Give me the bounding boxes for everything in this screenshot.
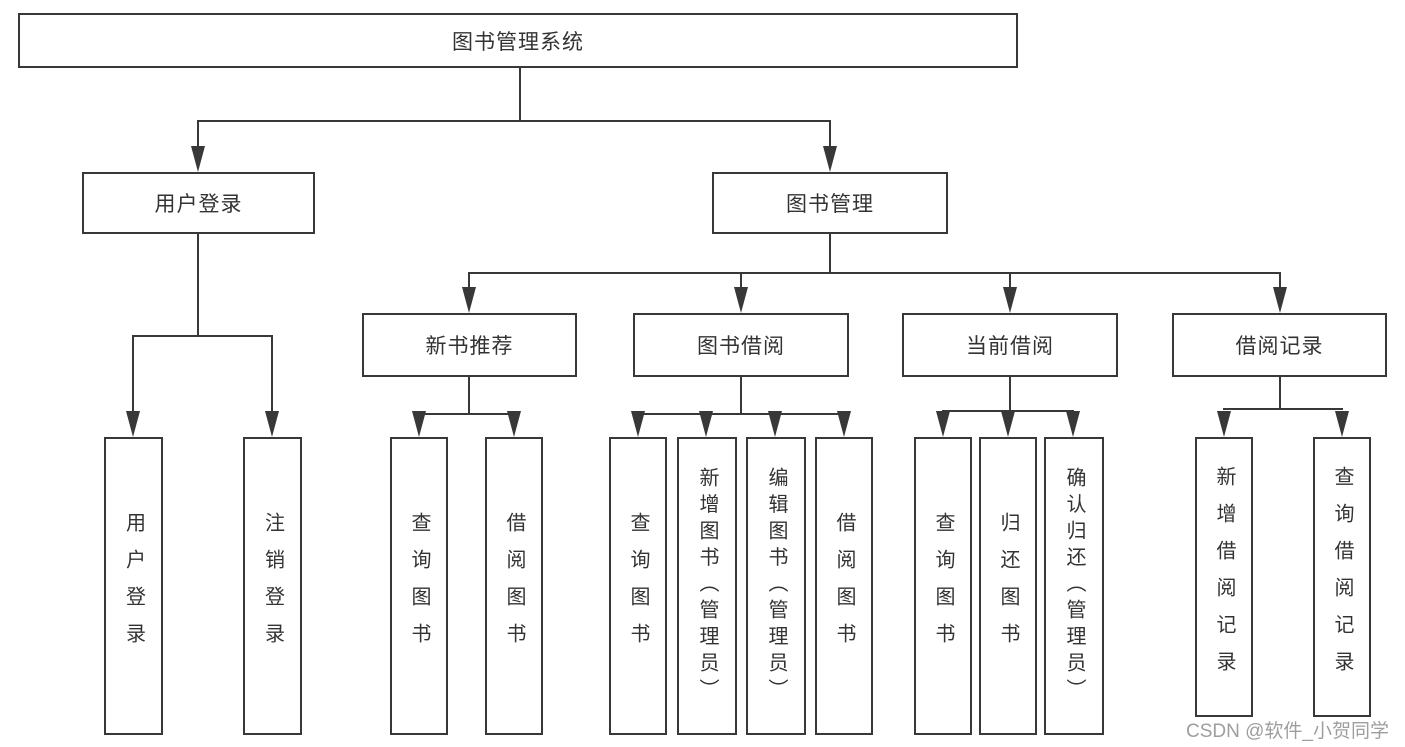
connector-line xyxy=(1009,272,1011,288)
leaf-user-login-label: 用户登录 xyxy=(122,512,145,660)
leaf-edit-book-admin-label: 编辑图书（管理员） xyxy=(765,467,787,705)
node-new-book-recommend: 新书推荐 xyxy=(362,313,577,377)
node-borrow-record-label: 借阅记录 xyxy=(1235,335,1324,358)
connector-line xyxy=(829,120,831,148)
arrowhead-down-icon xyxy=(507,411,521,437)
leaf-logout-label: 注销登录 xyxy=(261,512,284,660)
arrowhead-down-icon xyxy=(768,411,782,437)
connector-line xyxy=(197,234,199,335)
arrowhead-down-icon xyxy=(837,411,851,437)
connector-line xyxy=(132,335,273,337)
connector-line xyxy=(271,335,273,412)
connector-line xyxy=(132,335,134,412)
leaf-add-book-admin-label: 新增图书（管理员） xyxy=(696,467,718,705)
leaf-query-book-1: 查询图书 xyxy=(390,437,448,735)
leaf-logout: 注销登录 xyxy=(243,437,302,735)
leaf-edit-book-admin: 编辑图书（管理员） xyxy=(746,437,806,735)
leaf-query-borrow-record-label: 查询借阅记录 xyxy=(1331,466,1353,688)
connector-line xyxy=(637,413,845,415)
connector-line xyxy=(468,272,1281,274)
connector-line xyxy=(740,272,742,288)
arrowhead-down-icon xyxy=(1335,411,1349,437)
watermark: CSDN @软件_小贺同学 xyxy=(1186,721,1389,742)
leaf-borrow-book-1: 借阅图书 xyxy=(485,437,543,735)
arrowhead-down-icon xyxy=(699,411,713,437)
node-user-login-label: 用户登录 xyxy=(154,193,243,216)
arrowhead-down-icon xyxy=(126,411,140,437)
arrowhead-down-icon xyxy=(1066,411,1080,437)
arrowhead-down-icon xyxy=(1217,411,1231,437)
arrowhead-down-icon xyxy=(823,146,837,172)
leaf-confirm-return-admin-label: 确认归还（管理员） xyxy=(1063,467,1085,705)
node-user-login: 用户登录 xyxy=(82,172,315,234)
leaf-borrow-book-1-label: 借阅图书 xyxy=(503,512,525,660)
connector-line xyxy=(197,120,831,122)
node-new-book-recommend-label: 新书推荐 xyxy=(425,335,514,358)
leaf-add-borrow-record-label: 新增借阅记录 xyxy=(1213,466,1235,688)
connector-line xyxy=(468,377,470,413)
leaf-add-book-admin: 新增图书（管理员） xyxy=(677,437,737,735)
node-root-library-system: 图书管理系统 xyxy=(18,13,1018,68)
node-current-borrow-label: 当前借阅 xyxy=(966,335,1054,358)
connector-line xyxy=(1279,272,1281,288)
connector-line xyxy=(1009,377,1011,410)
node-book-management-label: 图书管理 xyxy=(786,193,874,216)
node-current-borrow: 当前借阅 xyxy=(902,313,1118,377)
arrowhead-down-icon xyxy=(265,411,279,437)
node-borrow-record: 借阅记录 xyxy=(1172,313,1387,377)
arrowhead-down-icon xyxy=(734,287,748,313)
arrowhead-down-icon xyxy=(1001,411,1015,437)
node-root-label: 图书管理系统 xyxy=(452,30,584,54)
connector-line xyxy=(740,377,742,413)
arrowhead-down-icon xyxy=(412,411,426,437)
node-book-borrow-label: 图书借阅 xyxy=(697,335,785,358)
connector-line xyxy=(468,272,470,288)
arrowhead-down-icon xyxy=(191,146,205,172)
connector-line xyxy=(519,66,521,120)
connector-line xyxy=(829,234,831,272)
leaf-query-book-2: 查询图书 xyxy=(609,437,667,735)
leaf-borrow-book-2-label: 借阅图书 xyxy=(833,512,855,660)
connector-line xyxy=(197,120,199,148)
leaf-query-book-3: 查询图书 xyxy=(914,437,972,735)
connector-line xyxy=(1223,408,1343,410)
leaf-add-borrow-record: 新增借阅记录 xyxy=(1195,437,1253,717)
arrowhead-down-icon xyxy=(1003,287,1017,313)
leaf-user-login: 用户登录 xyxy=(104,437,163,735)
arrowhead-down-icon xyxy=(1273,287,1287,313)
arrowhead-down-icon xyxy=(462,287,476,313)
leaf-query-book-3-label: 查询图书 xyxy=(932,512,954,660)
connector-line xyxy=(1279,377,1281,408)
arrowhead-down-icon xyxy=(936,411,950,437)
leaf-query-book-2-label: 查询图书 xyxy=(627,512,649,660)
leaf-return-book-label: 归还图书 xyxy=(997,512,1019,660)
leaf-query-book-1-label: 查询图书 xyxy=(408,512,430,660)
arrowhead-down-icon xyxy=(631,411,645,437)
leaf-borrow-book-2: 借阅图书 xyxy=(815,437,873,735)
leaf-confirm-return-admin: 确认归还（管理员） xyxy=(1044,437,1104,735)
connector-line xyxy=(418,413,515,415)
node-book-management: 图书管理 xyxy=(712,172,948,234)
leaf-return-book: 归还图书 xyxy=(979,437,1037,735)
node-book-borrow: 图书借阅 xyxy=(633,313,849,377)
leaf-query-borrow-record: 查询借阅记录 xyxy=(1313,437,1371,717)
